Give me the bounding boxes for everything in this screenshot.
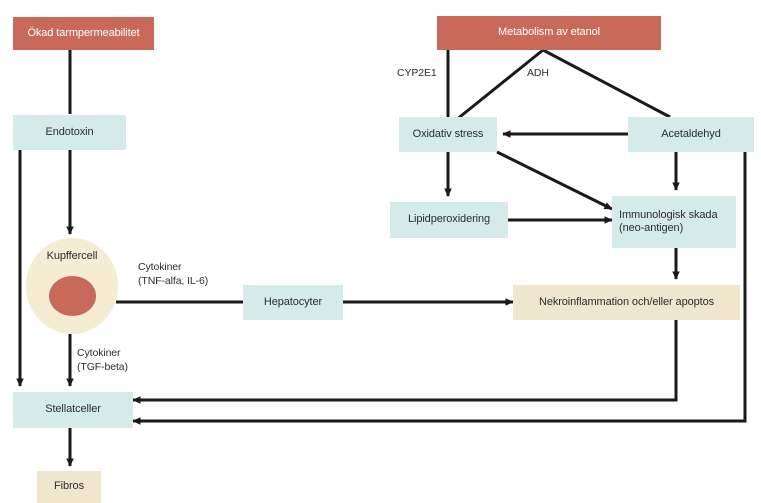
wire-ethanol-apex-to-oxidative <box>455 48 544 122</box>
wire-oxidative-to-immunologic <box>496 150 613 211</box>
node-gut-permeability[interactable]: Ökad tarmpermeabilitet <box>13 17 154 50</box>
node-endotoxin[interactable]: Endotoxin <box>13 115 126 150</box>
node-kupffer-cell-label: Kupffercell <box>46 250 98 262</box>
kupffer-nucleus-icon <box>49 276 96 316</box>
node-oxidative-stress[interactable]: Oxidativ stress <box>399 117 497 152</box>
node-stellate-cells[interactable]: Stellatceller <box>13 392 133 428</box>
node-necroinflammation[interactable]: Nekroinflammation och/eller apoptos <box>513 285 740 320</box>
node-fibrosis[interactable]: Fibros <box>37 471 101 503</box>
edge-label-cytokines-tnf: Cytokiner (TNF-alfa, IL-6) <box>138 261 209 287</box>
edge-label-cyp2e1: CYP2E1 <box>397 67 437 79</box>
node-immunologic-damage[interactable]: Immunologisk skada (neo-antigen) <box>612 196 736 248</box>
node-lipid-peroxidation[interactable]: Lipidperoxidering <box>390 202 508 238</box>
node-acetaldehyde[interactable]: Acetaldehyd <box>628 117 754 152</box>
node-ethanol-metabolism[interactable]: Metabolism av etanol <box>437 16 661 50</box>
wire-necroinflammation-to-stellate <box>132 320 678 404</box>
edge-label-adh: ADH <box>527 67 549 79</box>
node-hepatocytes[interactable]: Hepatocyter <box>243 285 343 320</box>
edge-label-cytokines-tgf: Cytokiner (TGF-beta) <box>77 347 128 373</box>
wire-ethanol-to-acetaldehyde-adh <box>542 48 671 119</box>
